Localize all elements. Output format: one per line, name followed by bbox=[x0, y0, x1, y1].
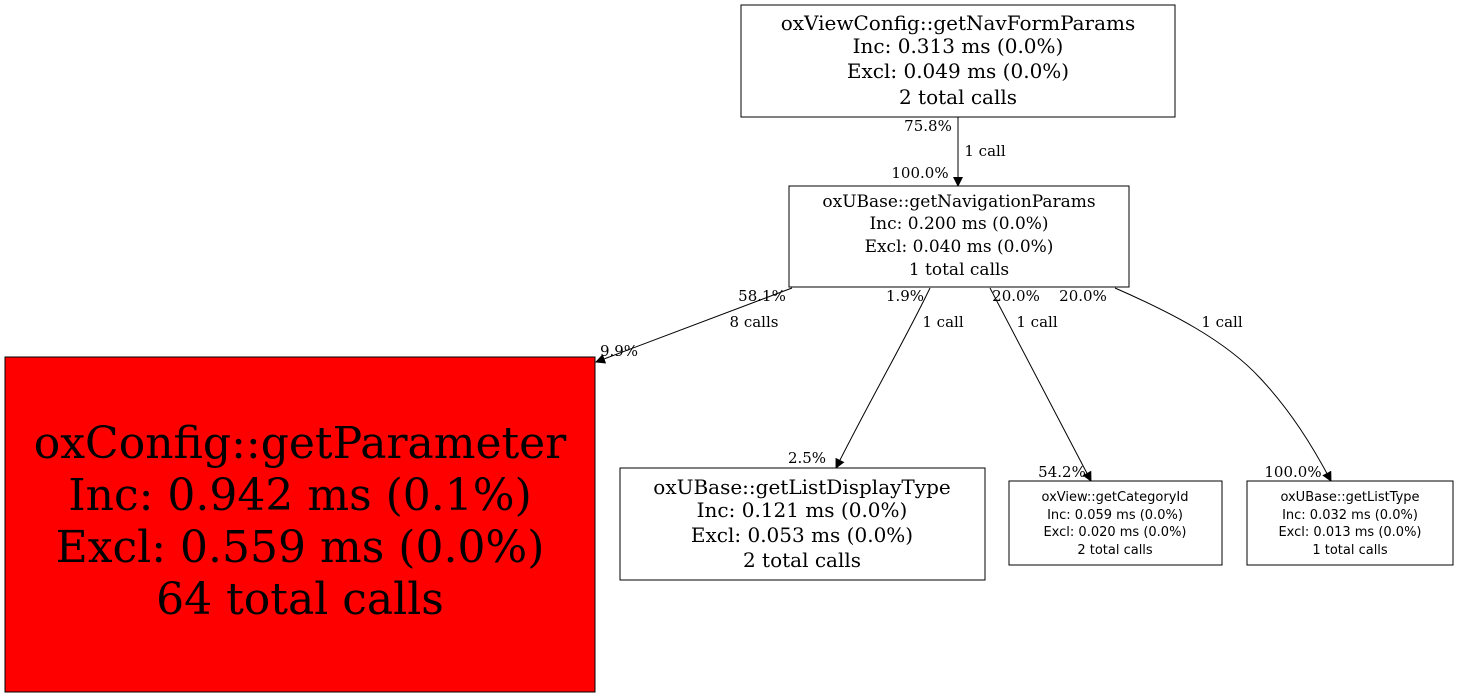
edge-navigationparams-to-getparameter: 58.1% 8 calls 9.9% bbox=[595, 287, 793, 364]
node-exclusive-time: Excl: 0.013 ms (0.0%) bbox=[1278, 525, 1421, 540]
node-listtype[interactable]: oxUBase::getListType Inc: 0.032 ms (0.0%… bbox=[1246, 480, 1454, 566]
edge-line bbox=[835, 287, 931, 469]
node-inclusive-time: Inc: 0.942 ms (0.1%) bbox=[68, 470, 532, 521]
edge-tail-percent: 20.0% bbox=[1059, 287, 1107, 305]
node-function-name: oxView::getCategoryId bbox=[1042, 490, 1189, 505]
node-function-name: oxConfig::getParameter bbox=[34, 418, 567, 469]
node-navformparams[interactable]: oxViewConfig::getNavFormParams Inc: 0.31… bbox=[740, 4, 1176, 118]
edge-head-percent: 100.0% bbox=[1264, 463, 1321, 481]
node-total-calls: 64 total calls bbox=[156, 574, 444, 625]
edge-tail-percent: 75.8% bbox=[904, 117, 952, 135]
node-function-name: oxUBase::getNavigationParams bbox=[822, 192, 1095, 212]
node-listdisplaytype[interactable]: oxUBase::getListDisplayType Inc: 0.121 m… bbox=[619, 467, 986, 581]
edge-tail-percent: 20.0% bbox=[992, 287, 1040, 305]
node-inclusive-time: Inc: 0.059 ms (0.0%) bbox=[1047, 508, 1183, 523]
node-function-name: oxUBase::getListDisplayType bbox=[653, 475, 950, 499]
node-total-calls: 1 total calls bbox=[909, 260, 1009, 280]
node-total-calls: 2 total calls bbox=[899, 85, 1017, 109]
edge-head-percent: 2.5% bbox=[788, 449, 826, 467]
node-function-name: oxUBase::getListType bbox=[1280, 490, 1419, 505]
edge-call-count: 8 calls bbox=[730, 313, 779, 331]
edge-navigationparams-to-categoryid: 20.0% 1 call 54.2% bbox=[989, 287, 1092, 482]
edge-head-percent: 9.9% bbox=[600, 342, 638, 360]
node-getparameter[interactable]: oxConfig::getParameter Inc: 0.942 ms (0.… bbox=[4, 356, 596, 693]
node-exclusive-time: Excl: 0.559 ms (0.0%) bbox=[56, 522, 545, 573]
edge-navformparams-to-navigationparams: 75.8% 1 call 100.0% bbox=[891, 117, 1006, 187]
node-exclusive-time: Excl: 0.049 ms (0.0%) bbox=[847, 59, 1069, 83]
edge-call-count: 1 call bbox=[964, 142, 1005, 160]
edge-head-percent: 54.2% bbox=[1038, 463, 1086, 481]
node-exclusive-time: Excl: 0.040 ms (0.0%) bbox=[865, 237, 1054, 257]
edge-navigationparams-to-listdisplaytype: 1.9% 1 call 2.5% bbox=[788, 287, 964, 469]
node-navigationparams[interactable]: oxUBase::getNavigationParams Inc: 0.200 … bbox=[788, 185, 1130, 288]
node-categoryid[interactable]: oxView::getCategoryId Inc: 0.059 ms (0.0… bbox=[1008, 480, 1223, 566]
node-total-calls: 2 total calls bbox=[743, 548, 861, 572]
edge-tail-percent: 1.9% bbox=[886, 287, 924, 305]
node-inclusive-time: Inc: 0.121 ms (0.0%) bbox=[697, 498, 908, 522]
edge-call-count: 1 call bbox=[1201, 313, 1242, 331]
edge-head-percent: 100.0% bbox=[891, 164, 948, 182]
edge-call-count: 1 call bbox=[1016, 313, 1057, 331]
edge-navigationparams-to-listtype: 20.0% 1 call 100.0% bbox=[1059, 287, 1332, 482]
node-exclusive-time: Excl: 0.053 ms (0.0%) bbox=[691, 523, 913, 547]
edge-tail-percent: 58.1% bbox=[738, 287, 786, 305]
node-total-calls: 1 total calls bbox=[1312, 543, 1388, 558]
node-total-calls: 2 total calls bbox=[1077, 543, 1153, 558]
edge-call-count: 1 call bbox=[922, 313, 963, 331]
edge-line bbox=[1114, 287, 1332, 482]
node-function-name: oxViewConfig::getNavFormParams bbox=[781, 11, 1136, 35]
node-inclusive-time: Inc: 0.313 ms (0.0%) bbox=[853, 34, 1064, 58]
edge-line bbox=[595, 287, 793, 364]
node-inclusive-time: Inc: 0.032 ms (0.0%) bbox=[1282, 508, 1418, 523]
node-exclusive-time: Excl: 0.020 ms (0.0%) bbox=[1043, 525, 1186, 540]
edge-line bbox=[989, 287, 1092, 482]
node-inclusive-time: Inc: 0.200 ms (0.0%) bbox=[869, 214, 1048, 234]
